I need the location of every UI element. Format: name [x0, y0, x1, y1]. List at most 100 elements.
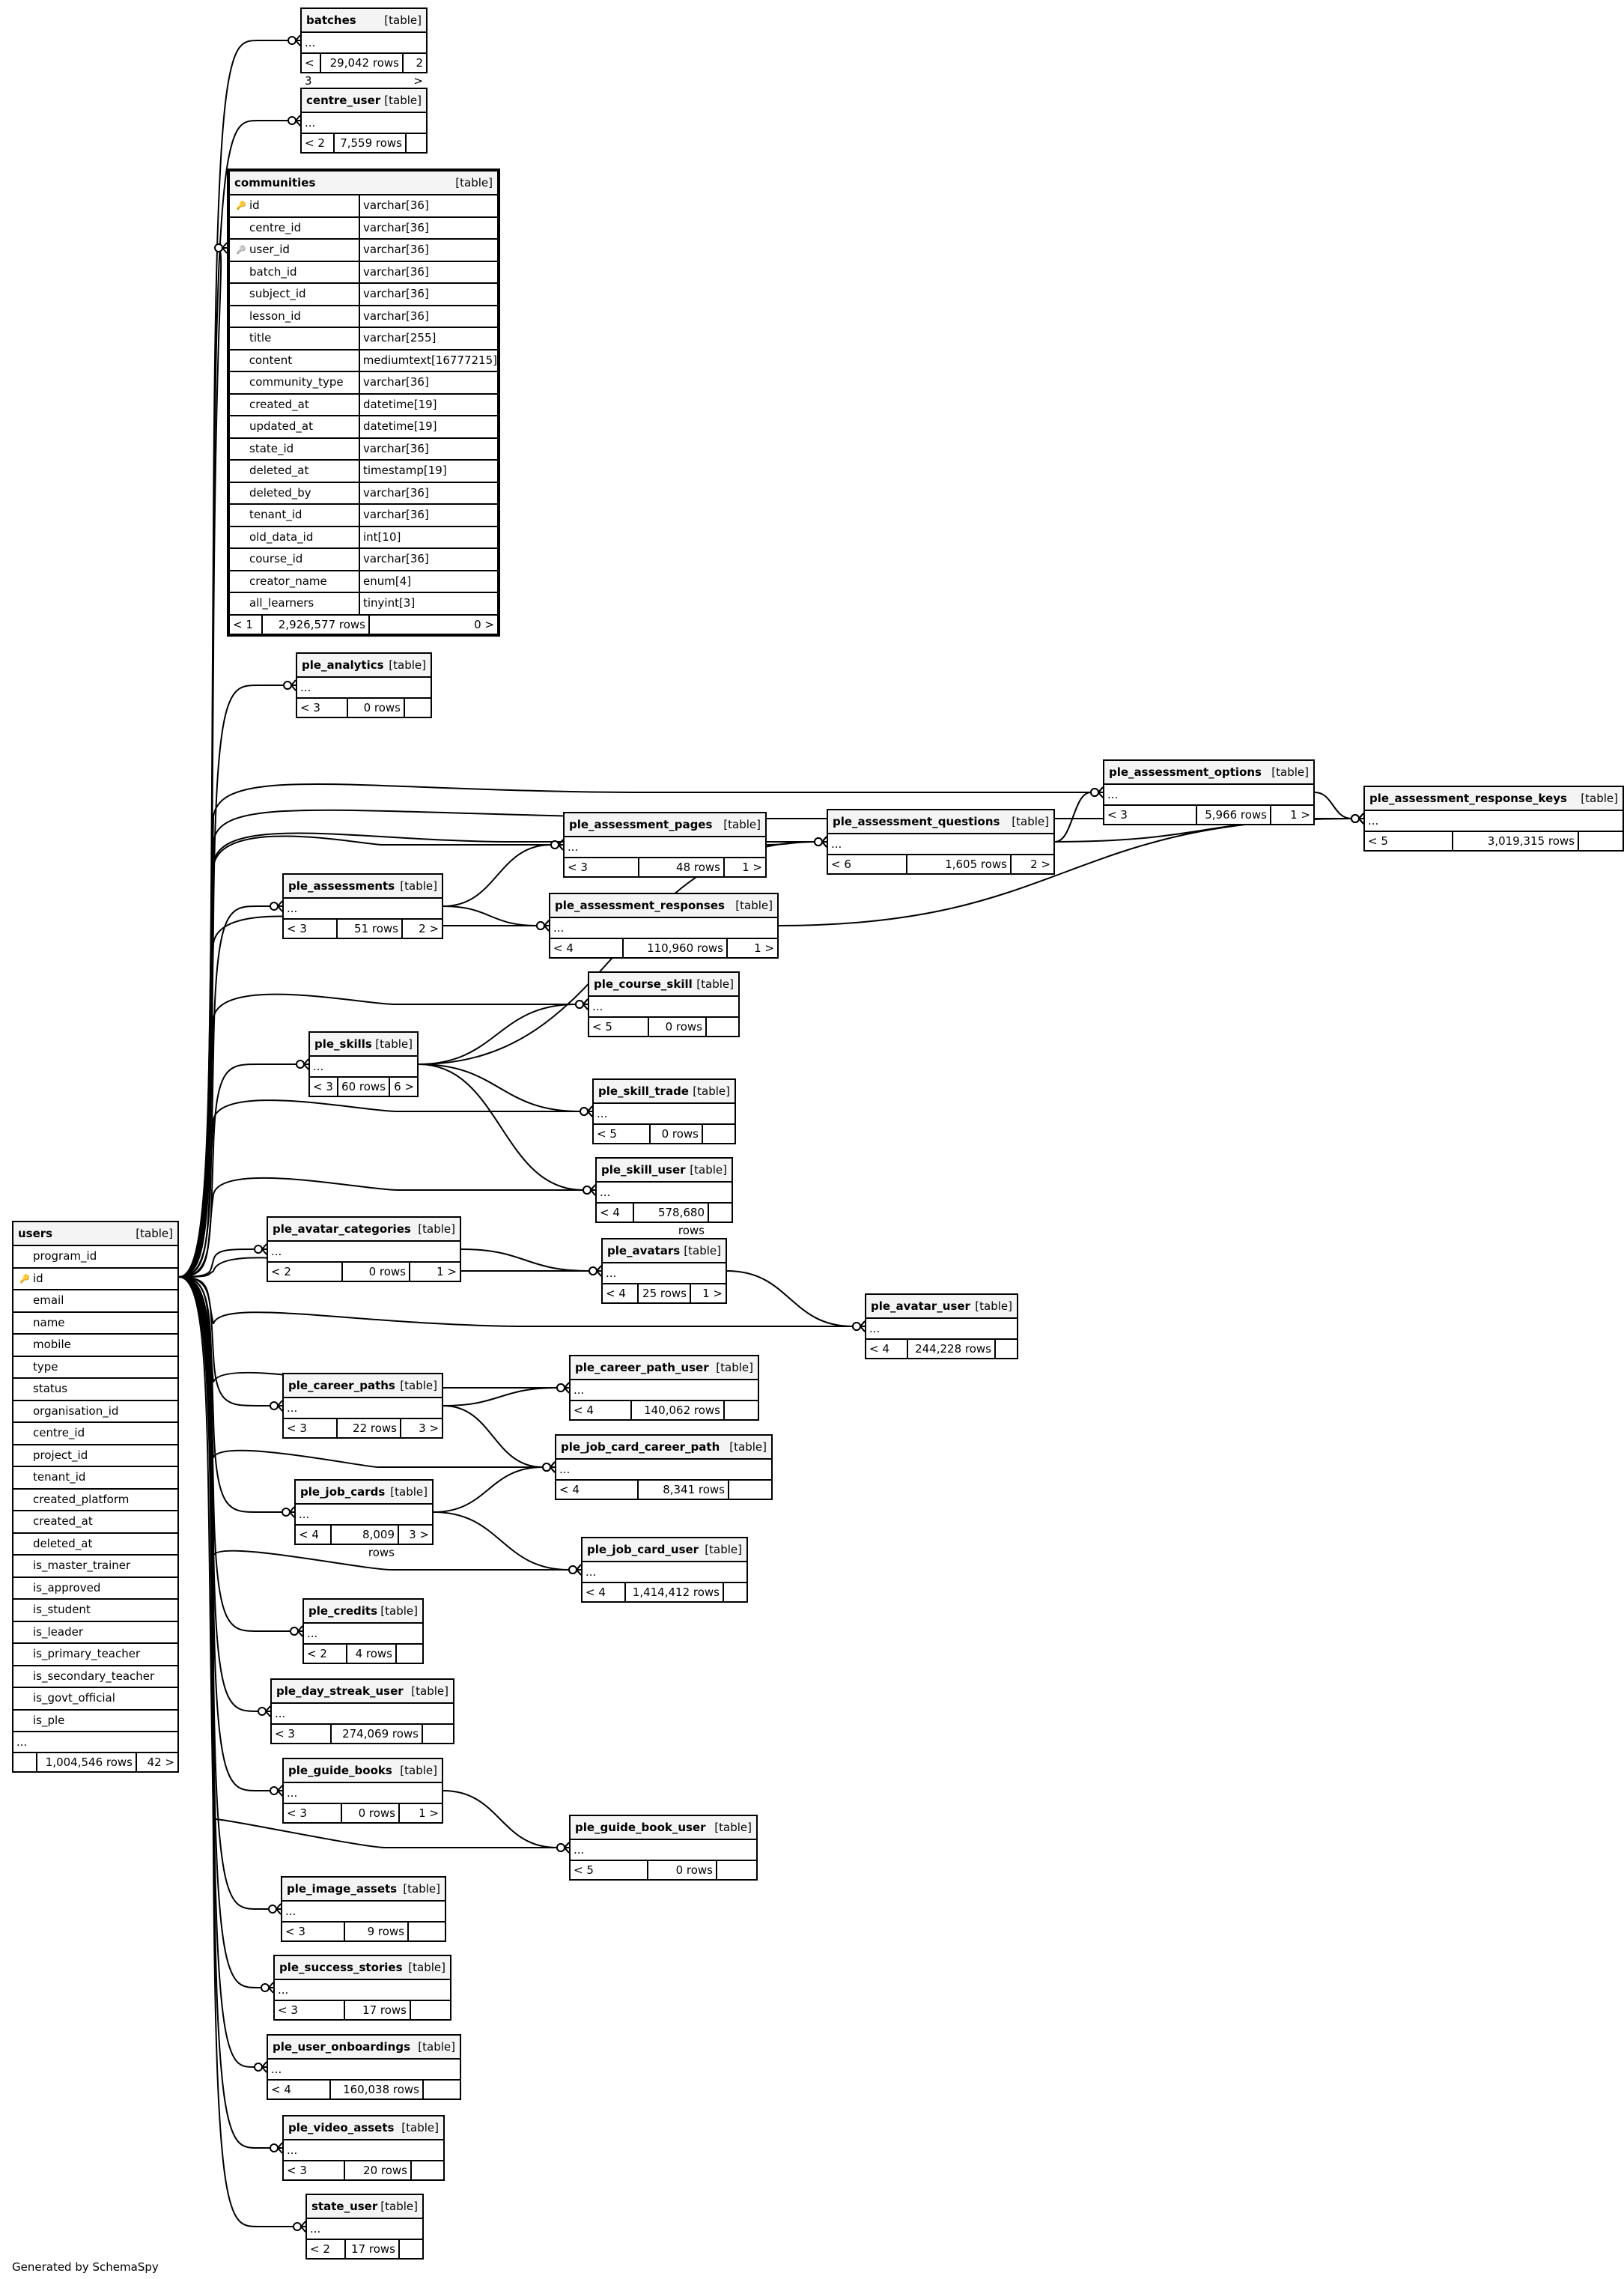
children-link[interactable] — [725, 1401, 758, 1419]
column-row[interactable]: type — [13, 1357, 177, 1379]
more-columns-row[interactable]: ... — [571, 1840, 756, 1861]
more-columns-row[interactable]: ... — [828, 834, 1053, 855]
column-row[interactable]: is_secondary_teacher — [13, 1666, 177, 1688]
parents-link[interactable]: < 4 — [571, 1401, 632, 1419]
table-name[interactable]: ple_video_assets — [288, 2121, 395, 2134]
children-link[interactable] — [707, 1018, 738, 1036]
table-name[interactable]: ple_image_assets — [287, 1882, 398, 1896]
more-columns-row[interactable]: ... — [565, 837, 765, 858]
more-columns-row[interactable]: ... — [583, 1562, 746, 1583]
parents-link[interactable]: < 2 — [307, 2240, 346, 2258]
more-columns-row[interactable]: ... — [1365, 811, 1623, 832]
parents-link[interactable]: < 5 — [1365, 832, 1453, 850]
more-columns-row[interactable]: ... — [284, 2140, 443, 2161]
children-link[interactable] — [407, 134, 426, 152]
parents-link[interactable]: < 3 — [275, 2001, 345, 2019]
table-name[interactable]: ple_career_paths — [288, 1379, 395, 1392]
column-row[interactable]: status — [13, 1379, 177, 1401]
children-link[interactable]: 1 > — [419, 1806, 439, 1820]
table-name[interactable]: ple_job_cards — [300, 1485, 386, 1499]
column-row[interactable]: is_ple — [13, 1711, 177, 1732]
table-name[interactable]: ple_course_skill — [594, 977, 693, 991]
table-name[interactable]: batches — [306, 13, 356, 27]
parents-link[interactable]: < 2 — [304, 1645, 347, 1663]
table-name[interactable]: users — [18, 1227, 53, 1240]
column-row[interactable]: 🔑id — [13, 1269, 177, 1290]
more-columns-row[interactable]: ... — [556, 1460, 771, 1481]
children-link[interactable]: 2 > — [419, 922, 439, 935]
table-name[interactable]: ple_day_streak_user — [276, 1684, 404, 1698]
parents-link[interactable]: < 6 — [828, 855, 907, 873]
more-columns-row[interactable]: ... — [275, 1980, 450, 2001]
more-columns-row[interactable]: ... — [13, 1732, 177, 1753]
table-name[interactable]: ple_skills — [314, 1037, 372, 1051]
more-columns-row[interactable]: ... — [268, 2060, 460, 2081]
children-link[interactable]: 3 > — [409, 1528, 429, 1541]
parents-link[interactable] — [13, 1753, 37, 1771]
table-name[interactable]: ple_assessments — [288, 879, 395, 893]
column-row[interactable]: is_master_trainer — [13, 1556, 177, 1578]
children-link[interactable]: 0 > — [474, 617, 494, 631]
parents-link[interactable]: < 3 — [284, 1804, 342, 1822]
parents-link[interactable]: < 4 — [550, 939, 624, 957]
children-link[interactable]: 6 > — [394, 1080, 414, 1093]
more-columns-row[interactable]: ... — [597, 1183, 732, 1204]
column-row[interactable]: deleted_at — [13, 1534, 177, 1556]
table-name[interactable]: ple_assessment_options — [1109, 765, 1262, 779]
more-columns-row[interactable]: ... — [272, 1704, 453, 1725]
column-row[interactable]: is_govt_official — [13, 1688, 177, 1711]
more-columns-row[interactable]: ... — [302, 113, 426, 134]
parents-link[interactable]: < 3 — [1104, 806, 1197, 824]
column-row[interactable]: program_id — [13, 1246, 177, 1269]
table-name[interactable]: ple_user_onboardings — [273, 2040, 410, 2054]
more-columns-row[interactable]: ... — [594, 1104, 735, 1125]
table-name[interactable]: state_user — [311, 2200, 378, 2213]
parents-link[interactable]: < 4 — [296, 1526, 332, 1544]
more-columns-row[interactable]: ... — [310, 1057, 417, 1078]
parents-link[interactable]: < 3 — [297, 699, 348, 717]
parents-link[interactable]: < 3 — [282, 1923, 345, 1940]
parents-link[interactable]: < 5 — [594, 1125, 651, 1143]
parents-link[interactable]: < 3 — [284, 1419, 338, 1437]
column-row[interactable]: project_id — [13, 1445, 177, 1467]
parents-link[interactable]: < 2 — [268, 1263, 343, 1281]
parents-link[interactable]: < 3 — [302, 54, 321, 88]
children-link[interactable] — [709, 1204, 732, 1222]
more-columns-row[interactable]: ... — [284, 1398, 442, 1419]
parents-link[interactable]: < 3 — [310, 1078, 338, 1096]
parents-link[interactable]: < 3 — [565, 858, 639, 876]
table-name[interactable]: ple_career_path_user — [575, 1361, 709, 1374]
table-name[interactable]: ple_avatar_user — [871, 1299, 970, 1313]
more-columns-row[interactable]: ... — [307, 2219, 422, 2240]
children-link[interactable]: 3 > — [419, 1421, 439, 1435]
parents-link[interactable]: < 4 — [268, 2081, 331, 2099]
more-columns-row[interactable]: ... — [296, 1505, 432, 1526]
table-name[interactable]: ple_job_card_user — [587, 1543, 699, 1556]
table-name[interactable]: centre_user — [306, 94, 381, 107]
parents-link[interactable]: < 4 — [597, 1204, 634, 1222]
parents-link[interactable]: < 3 — [272, 1725, 332, 1743]
